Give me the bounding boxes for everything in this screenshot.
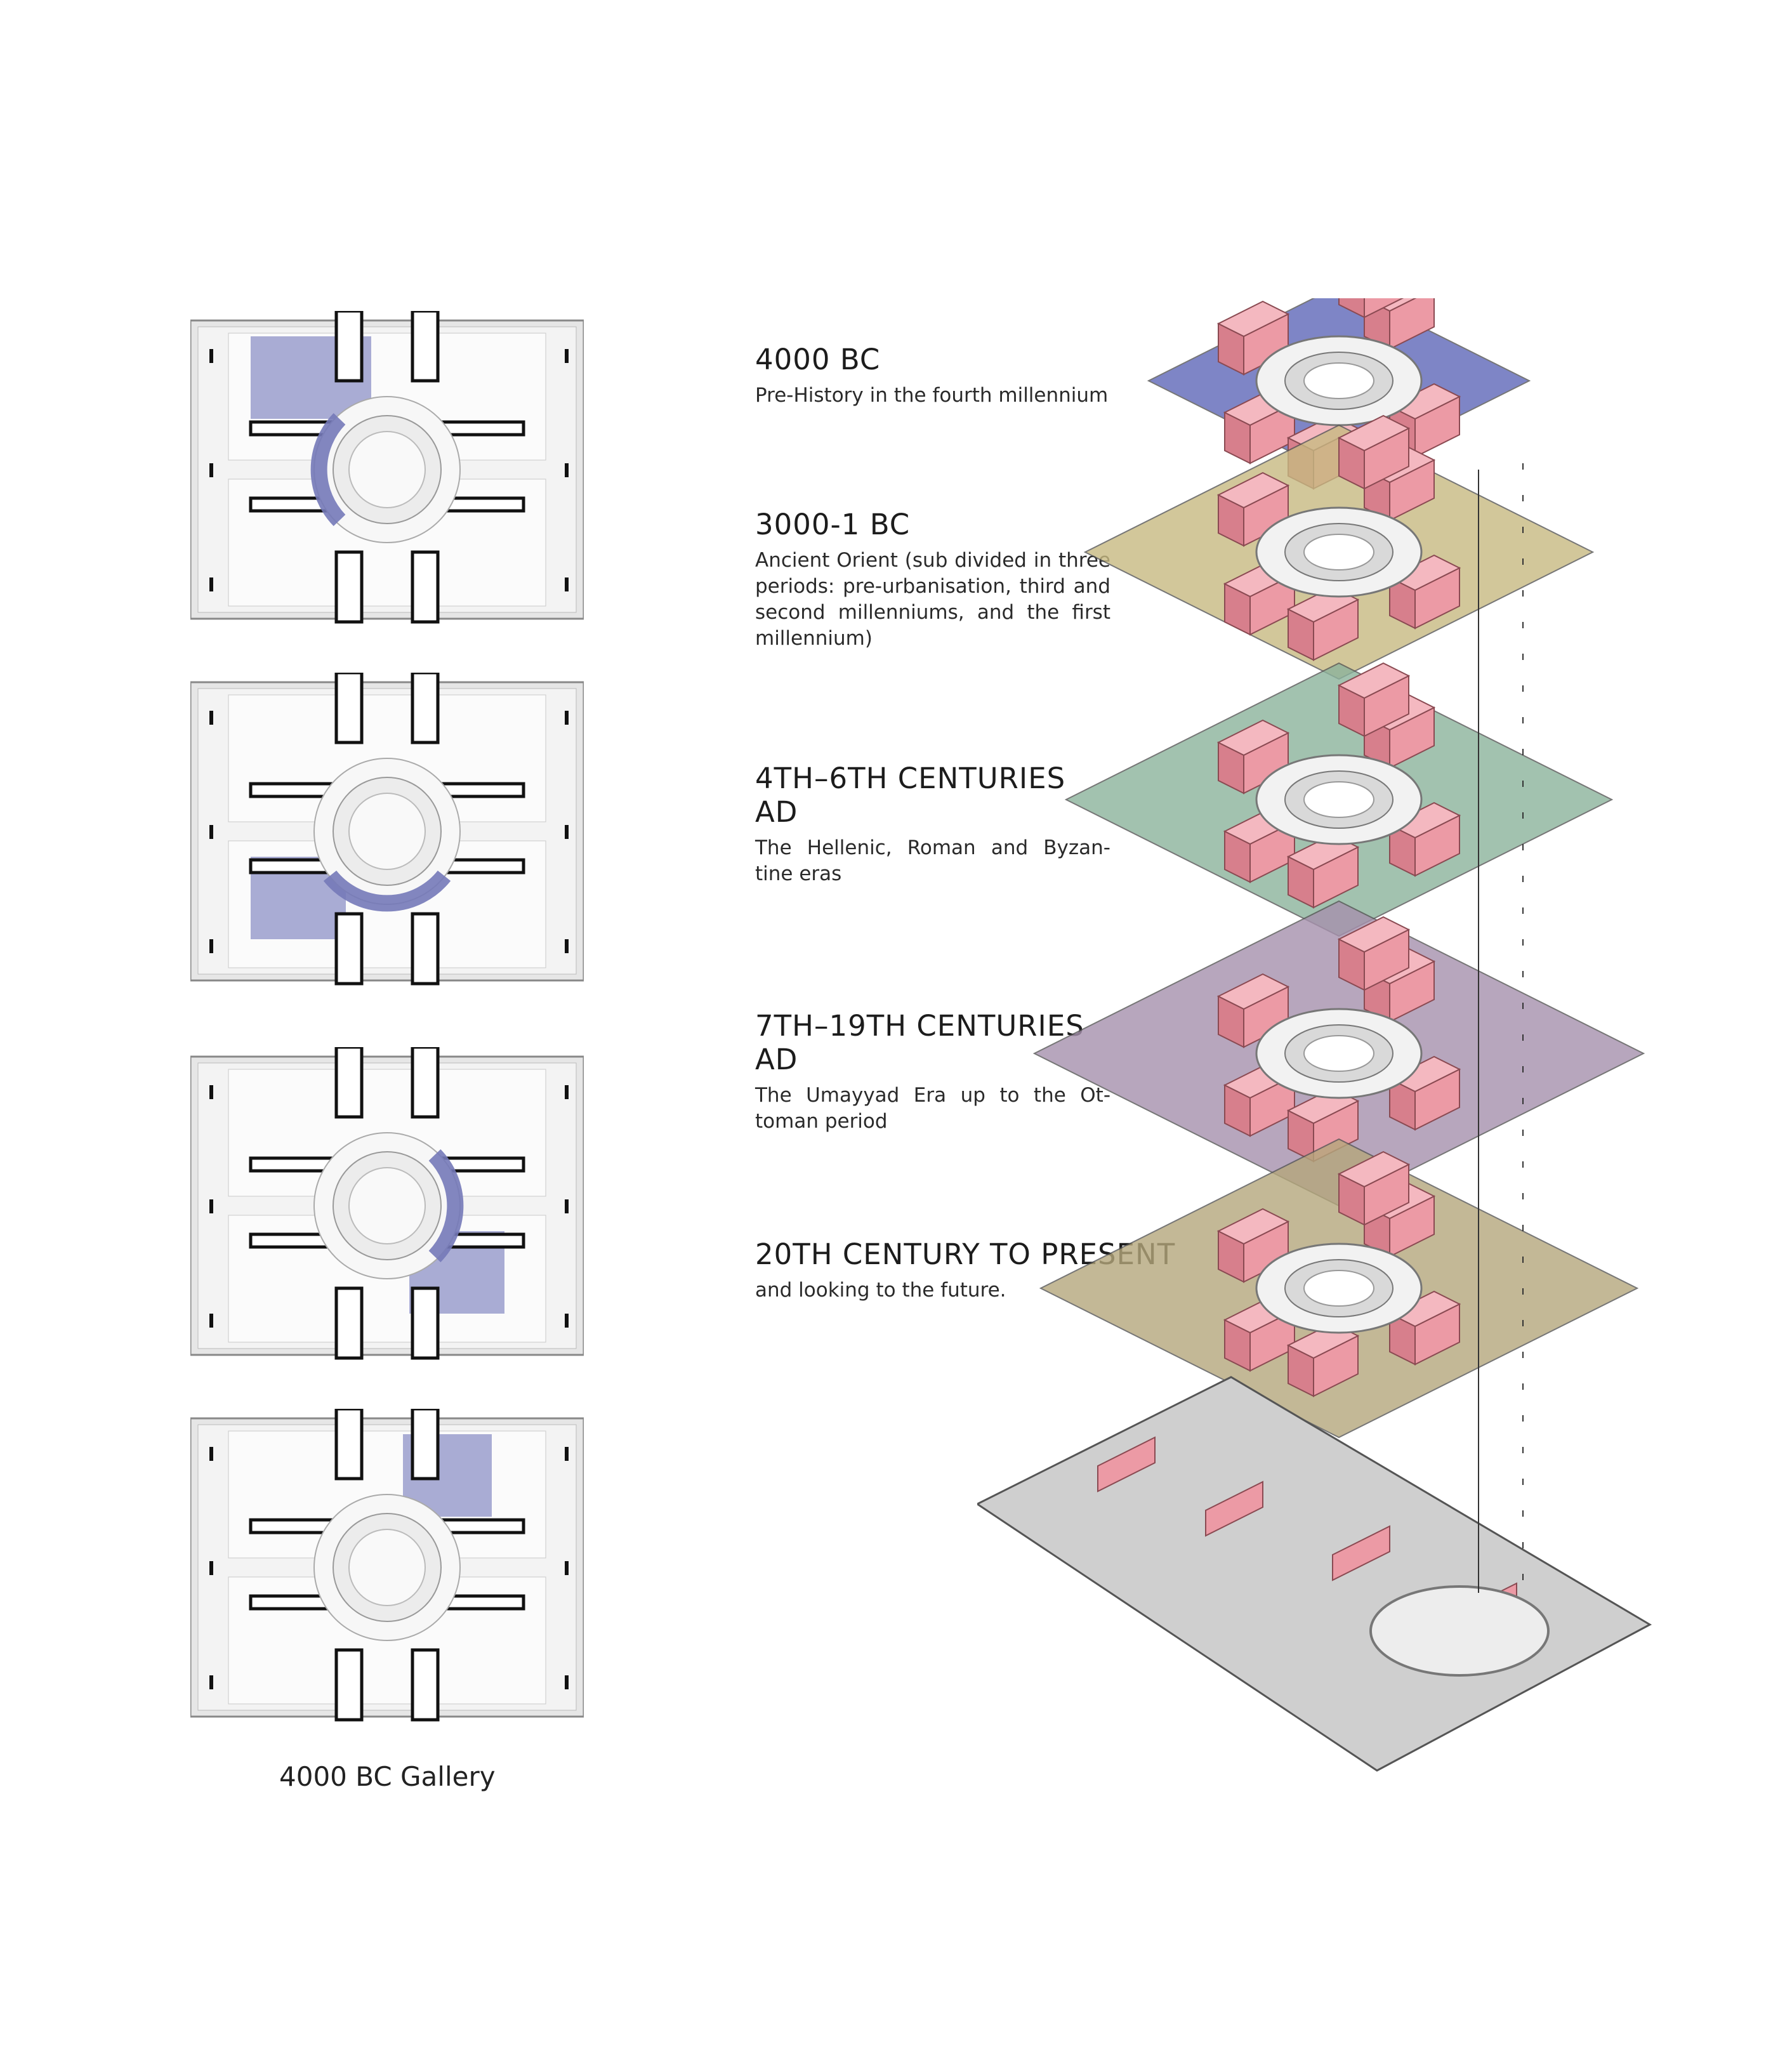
era-block-1: 4000 BC Pre-History in the fourth millen… [755, 343, 1110, 409]
era-description: and looking to the future. [755, 1279, 1006, 1302]
plan-drawing [190, 311, 584, 624]
axo-level-2 [1083, 414, 1595, 680]
era-title: 4TH–6TH CENTURIES AD [755, 762, 1066, 829]
floor-plan-3 [190, 1047, 584, 1364]
era-description: The Umayyad Era up to the Ot-toman perio… [755, 1084, 1110, 1133]
exploded-axonometric [977, 298, 1675, 1821]
era-block-2: 3000-1 BC Ancient Orient (sub divided in… [755, 508, 1110, 652]
plan-drawing [190, 673, 584, 986]
era-description: Ancient Orient (sub divided in three per… [755, 549, 1110, 650]
axo-ground-floor [977, 1376, 1652, 1772]
era-description: The Hellenic, Roman and Byzan-tine eras [755, 836, 1110, 885]
era-description: Pre-History in the fourth millennium [755, 384, 1109, 407]
era-block-4: 7TH–19TH CENTURIES AD The Umayyad Era up… [755, 1009, 1110, 1135]
floor-plan-2 [190, 673, 584, 990]
axo-level-4 [1032, 900, 1645, 1207]
floor-plan-1 [190, 311, 584, 628]
axonometric-drawing [977, 298, 1652, 1772]
floor-plan-4 [190, 1409, 584, 1726]
era-title: 4000 BC [755, 343, 881, 376]
axo-level-3 [1064, 662, 1614, 937]
era-block-3: 4TH–6TH CENTURIES AD The Hellenic, Roman… [755, 762, 1110, 887]
era-title: 7TH–19TH CENTURIES AD [755, 1009, 1084, 1076]
plan-drawing [190, 1409, 584, 1722]
gallery-caption: 4000 BC Gallery [279, 1761, 496, 1792]
era-title: 3000-1 BC [755, 508, 911, 541]
axo-level-5 [1039, 1138, 1639, 1439]
plan-drawing [190, 1047, 584, 1360]
